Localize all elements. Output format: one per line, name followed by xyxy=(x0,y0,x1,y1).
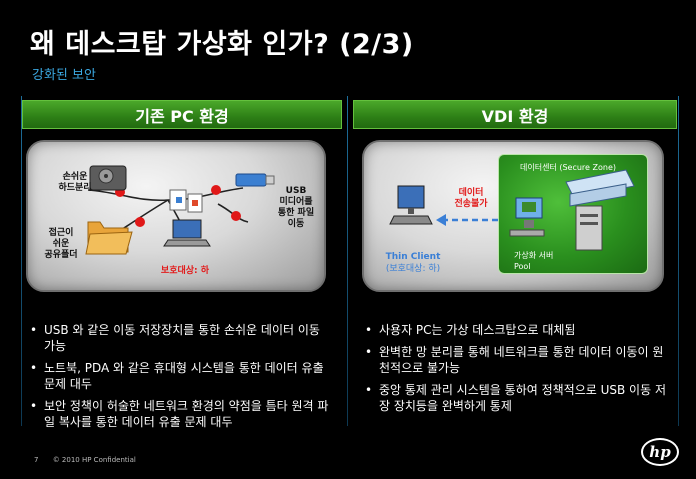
vdi-bullets: 사용자 PC는 가상 데스크탑으로 대체됨 완벽한 망 분리를 통해 네트워크를… xyxy=(365,322,670,420)
legacy-bullet: 노트북, PDA 와 같은 휴대형 시스템을 통한 데이터 유출 문제 대두 xyxy=(30,360,330,392)
vdi-diagram: 데이터센터 (Secure Zone) 데이터 전송불가 Thin Client… xyxy=(362,140,664,292)
vdi-bullet: 중앙 통제 관리 시스템을 통하여 정책적으로 USB 이동 저장 장치등을 완… xyxy=(365,382,670,414)
usb-stick-icon xyxy=(235,173,275,187)
vdi-bullet: 완벽한 망 분리를 통해 네트워크를 통한 데이터 이동이 원천적으로 불가능 xyxy=(365,344,670,376)
label-easy-hdd: 손쉬운 하드분리 xyxy=(58,172,92,193)
legacy-pc-bullets: USB 와 같은 이동 저장장치를 통한 손쉬운 데이터 이동 가능 노트북, … xyxy=(30,322,330,436)
document-icon xyxy=(169,189,203,213)
label-transfer-blocked: 데이터 전송불가 xyxy=(454,188,488,209)
divider-left xyxy=(21,96,22,426)
slide-subtitle: 강화된 보안 xyxy=(32,68,96,83)
legacy-bullet: 보안 정책이 허술한 네트워크 환경의 약점을 틈타 원격 파일 복사를 통한 … xyxy=(30,398,330,430)
legacy-diagram-svg xyxy=(85,165,275,255)
label-datacenter: 데이터센터 (Secure Zone) xyxy=(520,163,616,172)
thin-client-icon xyxy=(389,185,433,225)
vdi-bullet: 사용자 PC는 가상 데스크탑으로 대체됨 xyxy=(365,322,670,338)
hard-drive-icon xyxy=(89,165,127,191)
hp-logo: hp xyxy=(641,438,679,466)
page-number: 7 xyxy=(34,456,39,464)
vdi-diagram-svg xyxy=(389,169,635,251)
divider-right xyxy=(678,96,679,426)
slide-title: 왜 데스크탑 가상화 인가? (2/3) xyxy=(30,29,414,60)
label-protection-target: (보호대상: 하) xyxy=(385,264,441,274)
divider-middle xyxy=(347,96,348,426)
label-protection-level: 보호대상: 하 xyxy=(160,266,210,276)
legacy-bullet: USB 와 같은 이동 저장장치를 통한 손쉬운 데이터 이동 가능 xyxy=(30,322,330,354)
server-pool-icon xyxy=(565,169,635,251)
shared-folder-icon xyxy=(85,221,133,255)
hp-logo-text: hp xyxy=(649,443,671,461)
copyright-text: © 2010 HP Confidential xyxy=(52,456,136,464)
label-thin-client: Thin Client xyxy=(385,252,441,262)
laptop-icon xyxy=(163,219,211,247)
label-shared-folder: 접근이 쉬운 공유폴더 xyxy=(44,228,78,260)
label-server-pool: 가상화 서버 Pool xyxy=(514,251,554,271)
footer: 7 © 2010 HP Confidential xyxy=(34,456,136,464)
virtual-desktop-icon xyxy=(509,197,545,237)
legacy-pc-diagram: 손쉬운 하드분리 USB 미디어를 통한 파일 이동 접근이 쉬운 공유폴더 보… xyxy=(26,140,326,292)
vdi-header: VDI 환경 xyxy=(353,100,677,129)
label-usb-transfer: USB 미디어를 통한 파일 이동 xyxy=(277,186,315,229)
legacy-pc-header: 기존 PC 환경 xyxy=(22,100,342,129)
